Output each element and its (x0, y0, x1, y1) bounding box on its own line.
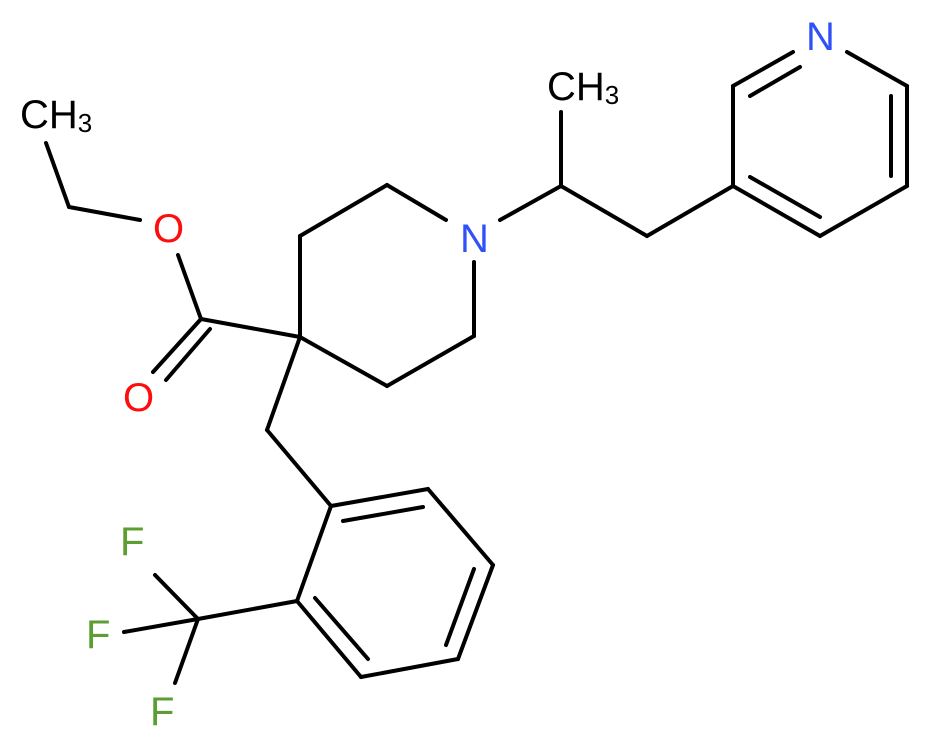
bonds (44, 50, 909, 685)
pyridine-nitrogen-label: N (806, 15, 835, 59)
fluorine-label-2: F (86, 613, 110, 657)
methyl-ch3-label: CH3 (547, 65, 619, 110)
ethyl-ch3-label: CH3 (20, 93, 92, 138)
atom-labels: CH3 O O N CH3 N F F F (20, 15, 835, 734)
piperidine-nitrogen-label: N (460, 217, 489, 261)
carbonyl-oxygen-label: O (123, 376, 154, 420)
fluorine-label-3: F (150, 690, 174, 734)
fluorine-label-1: F (120, 520, 144, 564)
ester-oxygen-label: O (153, 207, 184, 251)
